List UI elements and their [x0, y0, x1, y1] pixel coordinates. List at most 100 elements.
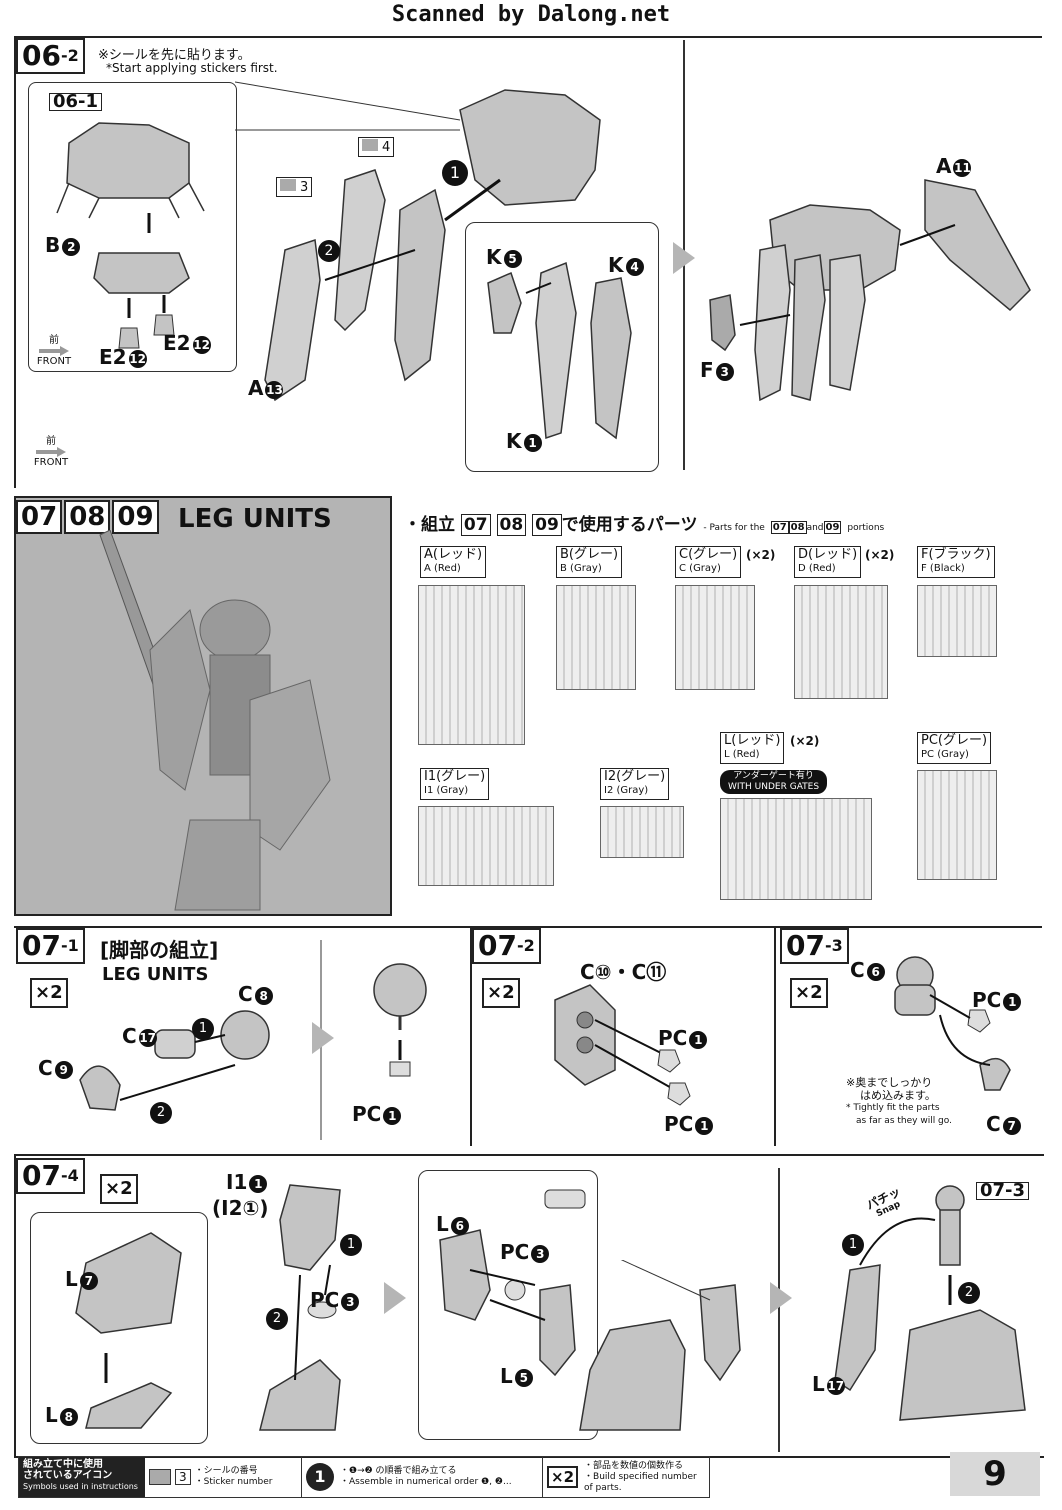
legend-order: 1 ・❶→❷ の順番で組み立てる・Assemble in numerical o… — [302, 1457, 543, 1497]
step-07-1-title-jp: [脚部の組立] — [100, 938, 219, 962]
sticker-4-tag: 4 — [358, 137, 395, 157]
front-icon: 前 FRONT — [33, 436, 69, 468]
leg-units-step-numbers: 07 08 09 — [16, 500, 159, 534]
order-2-07-4a: 2 — [266, 1308, 288, 1330]
runner-f-tag: F(ブラック)F (Black) — [917, 546, 995, 578]
order-2-07-4b: 2 — [958, 1282, 980, 1304]
step-arrow-06-2 — [673, 242, 695, 274]
legend-multiplier: ×2 ・部品を数値の個数作る・Build specified number of… — [543, 1457, 709, 1497]
order-1-06-2: 1 — [442, 160, 468, 186]
legend-title: 組み立て中に使用 されているアイコン Symbols used in instr… — [19, 1457, 145, 1497]
runner-a — [418, 585, 525, 745]
order-1-07-4b: 1 — [842, 1234, 864, 1256]
ref-07-3: 07-3 — [976, 1182, 1030, 1200]
step-07-1-number: 07-1 — [16, 928, 85, 964]
runner-i1 — [418, 806, 554, 886]
step-07-4-panel — [14, 1154, 1044, 1458]
assembly-07-1-drawing — [79, 1010, 270, 1111]
leg-units-title: LEG UNITS — [178, 504, 332, 534]
runner-b — [556, 585, 636, 690]
runner-i2-tag: I2(グレー)I2 (Gray) — [600, 768, 670, 800]
order-1-07-1: 1 — [192, 1018, 214, 1040]
runner-d-tag: D(レッド)D (Red) — [794, 546, 862, 578]
runner-i1-tag: I1(グレー)I1 (Gray) — [420, 768, 490, 800]
runner-c — [675, 585, 755, 690]
mult-07-2: ×2 — [482, 978, 520, 1008]
runner-c-mult: (×2) — [746, 548, 776, 562]
page-number: 9 — [950, 1452, 1040, 1496]
step-arrow-07-4b — [770, 1282, 792, 1314]
assembly-07-3-drawing — [894, 956, 1011, 1091]
step-arrow-07-4a — [384, 1282, 406, 1314]
runner-d — [794, 585, 888, 699]
runner-c-tag: C(グレー)C (Gray) — [675, 546, 742, 578]
assembly-07-4d-drawing — [834, 1185, 1026, 1421]
step-07-row — [14, 926, 1042, 1148]
sticker-note-jp: ※シールを先に貼ります。 — [98, 48, 251, 63]
result-06-2-drawing — [709, 179, 1031, 402]
inset-ref: 06-1 — [49, 93, 103, 111]
runner-pc-tag: PC(グレー)PC (Gray) — [917, 732, 992, 764]
scan-credit: Scanned by Dalong.net — [391, 2, 671, 27]
inset-parts-drawing — [56, 122, 205, 349]
step-07-3-number: 07-3 — [780, 928, 849, 964]
step-07-2-number: 07-2 — [472, 928, 541, 964]
mult-07-3: ×2 — [790, 978, 828, 1008]
runner-d-mult: (×2) — [865, 548, 895, 562]
sticker-note-en: *Start applying stickers first. — [106, 61, 278, 75]
step-07-1-title-en: LEG UNITS — [102, 964, 209, 985]
runner-l-mult: (×2) — [790, 734, 820, 748]
fit-note: ※奥までしっかり はめ込みます。 * Tightly fit the parts… — [846, 1076, 952, 1126]
runner-l-tag: L(レッド)L (Red) — [720, 732, 785, 764]
result-07-1-drawing — [373, 963, 427, 1077]
leg-unit-render — [99, 530, 331, 911]
assembly-07-4b-drawing — [439, 1189, 586, 1377]
assembly-07-4c-drawing — [579, 1260, 741, 1431]
mult-07-1: ×2 — [30, 978, 68, 1008]
sticker-3-tag: 3 — [276, 177, 313, 197]
runner-b-tag: B(グレー)B (Gray) — [556, 546, 623, 578]
step-07-4-number: 07-4 — [16, 1158, 85, 1194]
assembly-06-2-drawing — [235, 81, 601, 402]
mult-07-4: ×2 — [100, 1174, 138, 1204]
part-i2: (I2①) — [212, 1196, 269, 1220]
runner-pc — [917, 770, 997, 880]
step-arrow-07-1 — [312, 1022, 334, 1054]
parts-c10-c11: C⑩・C⑪ — [580, 960, 667, 984]
order-2-07-1: 2 — [150, 1102, 172, 1124]
step-06-2-number: 06-2 — [16, 38, 85, 74]
front-icon-inset: 前 FRONT — [36, 335, 72, 367]
assembly-07-4a-drawing — [259, 1184, 341, 1431]
legend-sticker: 3 ・シールの番号・Sticker number — [145, 1457, 302, 1497]
runner-l — [720, 798, 872, 900]
runner-f — [917, 585, 997, 657]
order-2-06-2: 2 — [318, 240, 340, 262]
